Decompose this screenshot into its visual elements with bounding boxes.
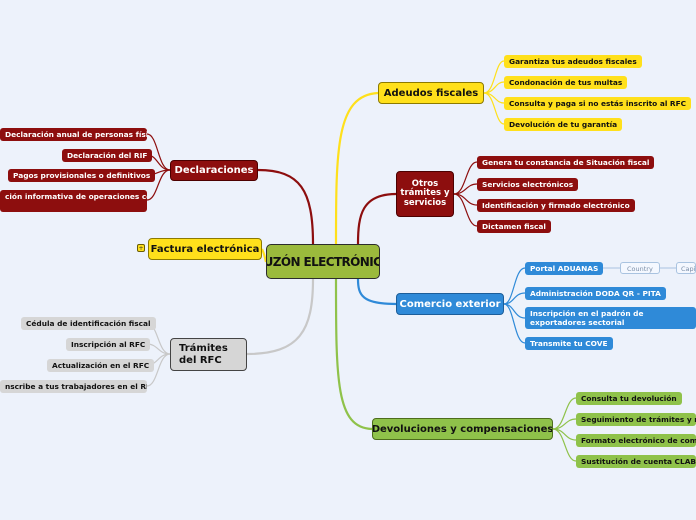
subtopic-tramites-4[interactable]: nscribe a tus trabajadores en el RFC (0, 380, 147, 393)
subtopic-adeudos-4[interactable]: Devolución de tu garantía (504, 118, 623, 131)
central-topic[interactable]: BUZÓN ELECTRÓNICO (266, 244, 380, 279)
topic-comercio-exterior[interactable]: Comercio exterior (396, 293, 504, 315)
expand-plus-icon[interactable]: + (137, 244, 145, 252)
topic-otros-tramites[interactable]: Otros trámites y servicios (396, 171, 454, 217)
topic-devoluciones[interactable]: Devoluciones y compensaciones (372, 418, 553, 440)
subtopic-comercio-1[interactable]: Portal ADUANAS (525, 262, 604, 275)
subtopic-declaraciones-2[interactable]: Declaración del RIF (62, 149, 153, 162)
topic-factura-electronica[interactable]: Factura electrónica (148, 238, 262, 260)
subtopic-adeudos-3[interactable]: Consulta y paga si no estás inscrito al … (504, 97, 692, 110)
subtopic-tramites-1[interactable]: Cédula de identificación fiscal (21, 317, 156, 330)
subtopic-adeudos-1[interactable]: Garantiza tus adeudos fiscales (504, 55, 642, 68)
subtopic-tramites-3[interactable]: Actualización en el RFC (47, 359, 155, 372)
topic-declaraciones[interactable]: Declaraciones (170, 160, 258, 181)
subtopic-capital[interactable]: Capi (676, 262, 696, 274)
topic-adeudos-fiscales[interactable]: Adeudos fiscales (378, 82, 484, 104)
subtopic-comercio-3[interactable]: Inscripción en el padrón de exportadores… (525, 307, 696, 329)
subtopic-otros-1[interactable]: Genera tu constancia de Situación fiscal (477, 156, 655, 169)
subtopic-otros-3[interactable]: Identificación y firmado electrónico (477, 199, 635, 212)
subtopic-comercio-4[interactable]: Transmite tu COVE (525, 337, 613, 350)
subtopic-comercio-2[interactable]: Administración DODA QR - PITA (525, 287, 666, 300)
topic-tramites-rfc[interactable]: Trámites del RFC (170, 338, 247, 371)
subtopic-otros-4[interactable]: Dictamen fiscal (477, 220, 551, 233)
subtopic-devoluciones-2[interactable]: Seguimiento de trámites y re (576, 413, 696, 426)
subtopic-declaraciones-4[interactable]: ción informativa de operaciones con (0, 190, 147, 212)
subtopic-declaraciones-3[interactable]: Pagos provisionales o definitivos (8, 169, 156, 182)
subtopic-otros-2[interactable]: Servicios electrónicos (477, 178, 579, 191)
subtopic-devoluciones-4[interactable]: Sustitución de cuenta CLABE (576, 455, 696, 468)
subtopic-devoluciones-3[interactable]: Formato electrónico de comp (576, 434, 696, 447)
subtopic-adeudos-2[interactable]: Condonación de tus multas (504, 76, 628, 89)
subtopic-country[interactable]: Country (620, 262, 660, 274)
subtopic-declaraciones-1[interactable]: Declaración anual de personas físicas (0, 128, 147, 141)
subtopic-tramites-2[interactable]: Inscripción al RFC (66, 338, 151, 351)
subtopic-devoluciones-1[interactable]: Consulta tu devolución (576, 392, 682, 405)
